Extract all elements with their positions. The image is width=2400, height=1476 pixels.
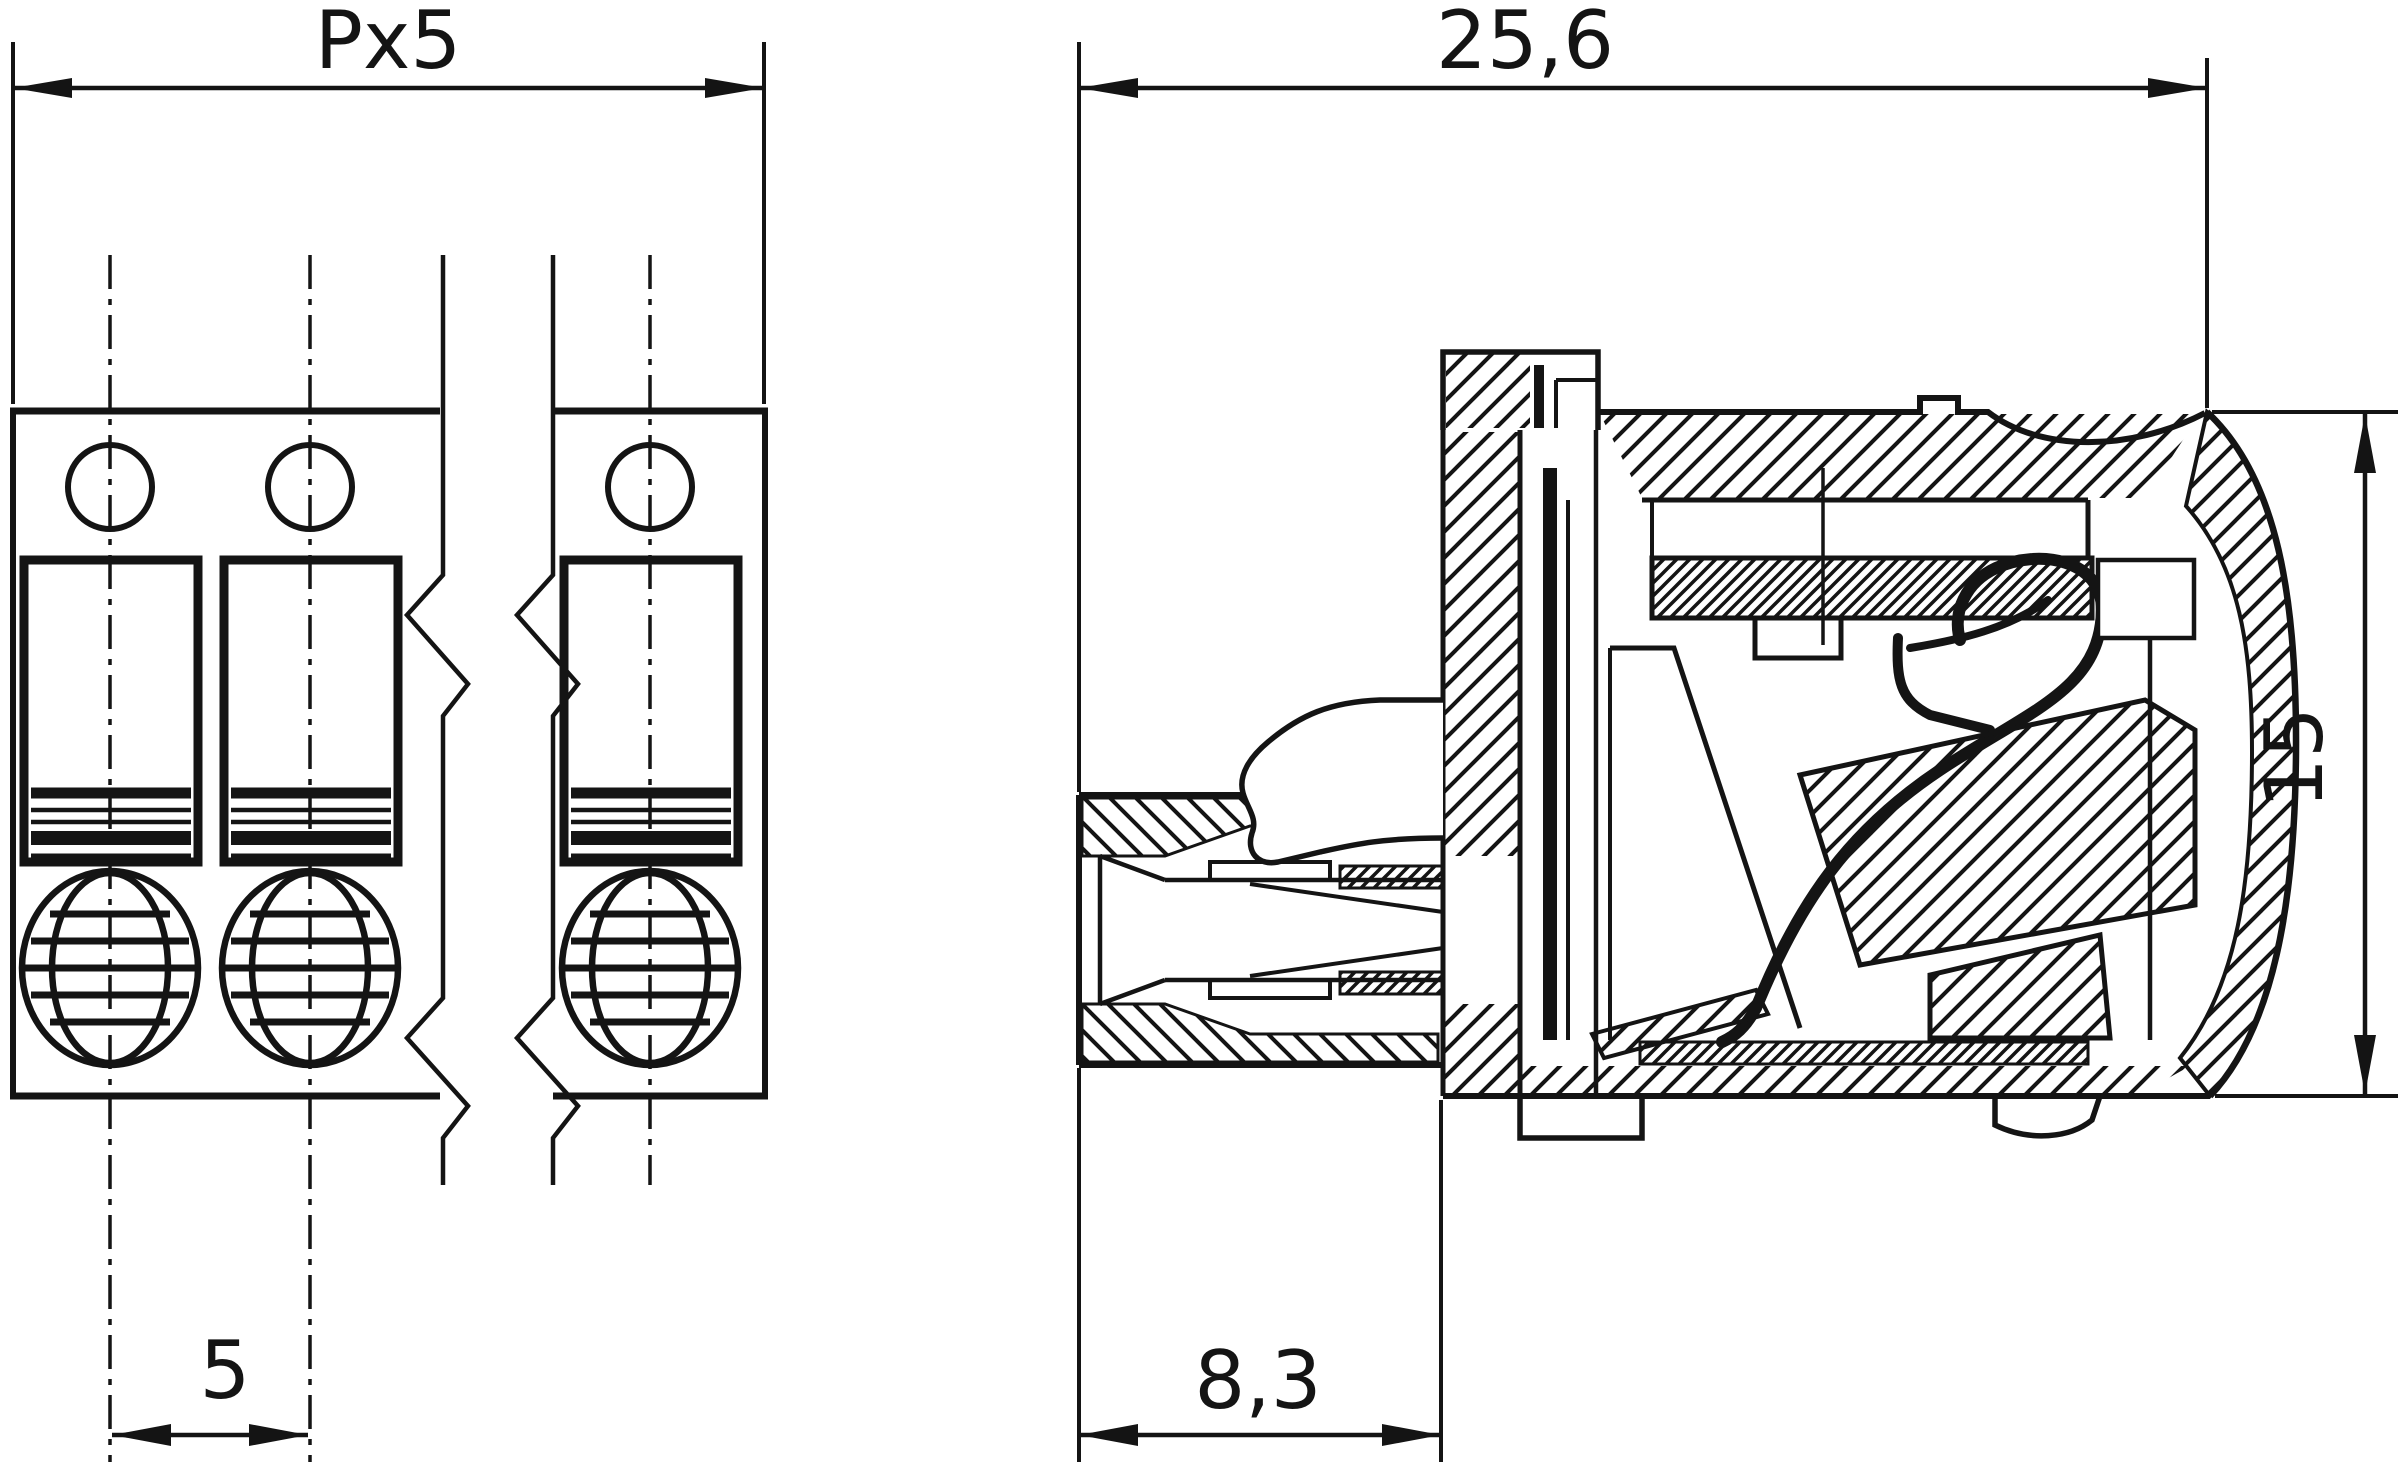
screw-3 (558, 867, 742, 1069)
dim-label-overall-width: Px5 (315, 0, 461, 87)
arrowhead-right-icon (1382, 1424, 1441, 1446)
actuator-wedge (1589, 645, 1803, 1061)
arrowhead-down-icon (2354, 1035, 2376, 1094)
dimensions: Px5 25,6 15 5 (11, 0, 2398, 1462)
housing-top-left-block (1440, 349, 1601, 430)
dim-pitch: 5 (112, 1324, 308, 1446)
dim-entry-depth: 8,3 (1079, 1100, 1443, 1462)
wire-entry-holes (65, 442, 695, 532)
release-lever (1239, 697, 1444, 866)
screw-2 (218, 867, 402, 1069)
dim-overall-width: Px5 (11, 0, 766, 404)
dim-label-pitch: 5 (200, 1324, 251, 1417)
housing-front-wall (1440, 430, 1599, 1096)
dim-label-overall-depth: 25,6 (1436, 0, 1614, 87)
front-view (10, 255, 768, 1462)
cage-hatched-masses (1796, 697, 2198, 1041)
clamp-spring (1716, 552, 2109, 1048)
clamp-screws (18, 867, 742, 1069)
dim-overall-depth: 25,6 (1077, 0, 2209, 1462)
clamp-spring-bands (31, 787, 731, 859)
housing-bottom-wall (1443, 1040, 2210, 1141)
dim-label-overall-height: 15 (2248, 707, 2341, 809)
arrowhead-up-icon (2354, 414, 2376, 473)
busbar (1649, 555, 2095, 661)
arrowhead-right-icon (705, 78, 764, 98)
arrowhead-left-icon (1079, 78, 1138, 98)
arrowhead-right-icon (249, 1424, 308, 1446)
clamp-windows (19, 555, 743, 867)
arrowhead-right-icon (2148, 78, 2207, 98)
break-lines (403, 255, 581, 1185)
housing-right-side (2095, 408, 2300, 1100)
dim-overall-height: 15 (2212, 410, 2398, 1098)
dim-label-entry-depth: 8,3 (1194, 1334, 1321, 1427)
side-section-view (1076, 349, 2300, 1141)
screw-1 (18, 867, 202, 1069)
housing-top-edge (1598, 395, 2207, 618)
arrowhead-left-icon (1079, 1424, 1138, 1446)
arrowhead-left-icon (112, 1424, 171, 1446)
arrowhead-left-icon (13, 78, 72, 98)
front-body-outline (10, 407, 768, 1100)
